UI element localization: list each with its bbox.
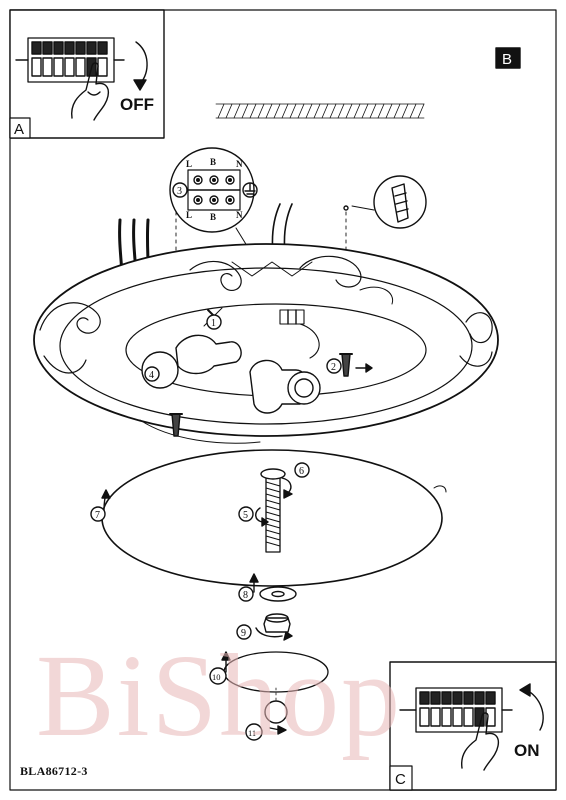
off-label: OFF <box>120 95 154 114</box>
panel-a-letter: A <box>14 121 24 138</box>
panel-c-letter: C <box>395 771 406 788</box>
panel-b: B <box>496 48 520 68</box>
svg-text:8: 8 <box>243 590 248 601</box>
panel-b-letter: B <box>502 51 512 68</box>
svg-text:6: 6 <box>299 466 304 477</box>
terminal-top-l: L <box>186 159 192 169</box>
svg-text:3: 3 <box>177 186 182 197</box>
svg-text:2: 2 <box>331 362 336 373</box>
terminal-bottom-n: N <box>236 210 243 220</box>
step-badge-1: 1 <box>207 315 221 329</box>
fixture-body <box>34 244 498 443</box>
panel-c: ON C <box>390 662 556 790</box>
footer-code: BLA86712-3 <box>20 764 88 779</box>
terminal-top-n: N <box>236 159 243 169</box>
step-badge-6: 6 <box>295 463 309 477</box>
svg-text:5: 5 <box>243 510 248 521</box>
terminal-bottom-l: L <box>186 210 192 220</box>
svg-text:4: 4 <box>149 370 154 381</box>
svg-text:1: 1 <box>211 318 216 329</box>
ceiling-hatch <box>216 104 424 118</box>
wall-plug-inset <box>344 176 426 228</box>
on-label: ON <box>514 741 540 760</box>
step-badge-4: 4 <box>145 367 159 381</box>
watermark: BiShop <box>36 628 402 764</box>
breaker-strip-icon <box>400 688 512 732</box>
panel-a: OFF A <box>10 10 164 138</box>
terminal-top-b: B <box>210 157 216 167</box>
step-badge-3: 3 <box>173 183 187 197</box>
step-badge-8: 8 <box>239 587 253 601</box>
svg-text:7: 7 <box>95 510 100 521</box>
step-badge-7: 7 <box>91 507 105 521</box>
step-badge-5: 5 <box>239 507 253 521</box>
step-badge-2: 2 <box>327 359 341 373</box>
terminal-bottom-b: B <box>210 212 216 222</box>
breaker-strip-icon <box>16 38 124 82</box>
